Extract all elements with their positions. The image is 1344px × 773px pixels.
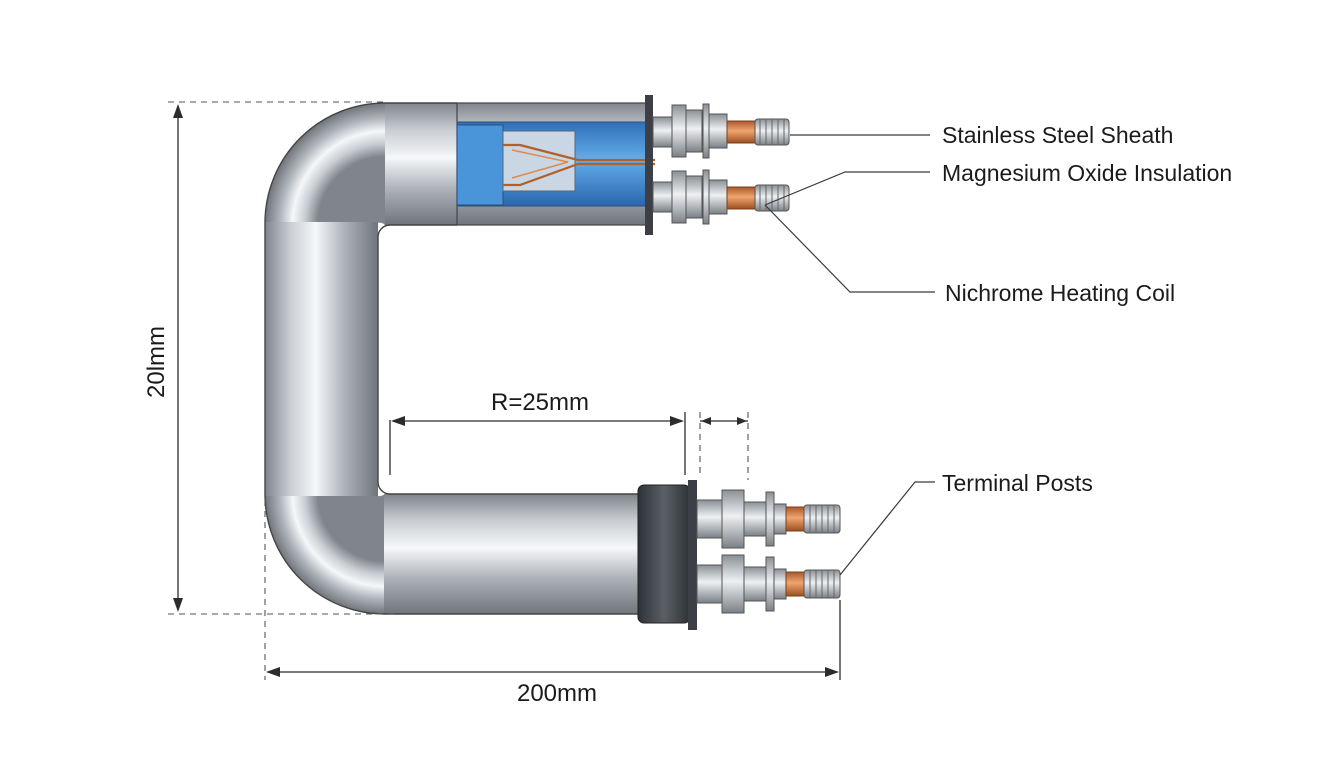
radius-dimension [389,412,749,480]
vertical-section [265,222,378,497]
leader-lines [764,134,935,576]
width-label: 200mm [517,680,597,707]
upper-bend [265,103,385,225]
label-coil: Nichrome Heating Coil [945,280,1175,306]
radius-label: R=25mm [491,389,589,416]
stainless-steel-sheath [264,102,640,615]
height-dimension [168,101,395,615]
label-terminals: Terminal Posts [942,470,1093,496]
label-insulation: Magnesium Oxide Insulation [942,160,1232,186]
height-label: 20lmm [143,326,170,398]
end-cap [637,484,691,624]
bottom-flange [688,480,697,630]
width-dimension [264,500,841,680]
lower-bend [265,494,385,614]
top-flange [645,95,653,235]
bottom-terminal-1 [696,489,841,549]
nichrome-heating-coil [503,143,655,187]
bottom-section [384,494,640,614]
top-terminal-1 [652,103,790,159]
label-sheath: Stainless Steel Sheath [942,122,1173,148]
top-terminal-2 [652,169,790,225]
bottom-terminal-2 [696,554,841,614]
